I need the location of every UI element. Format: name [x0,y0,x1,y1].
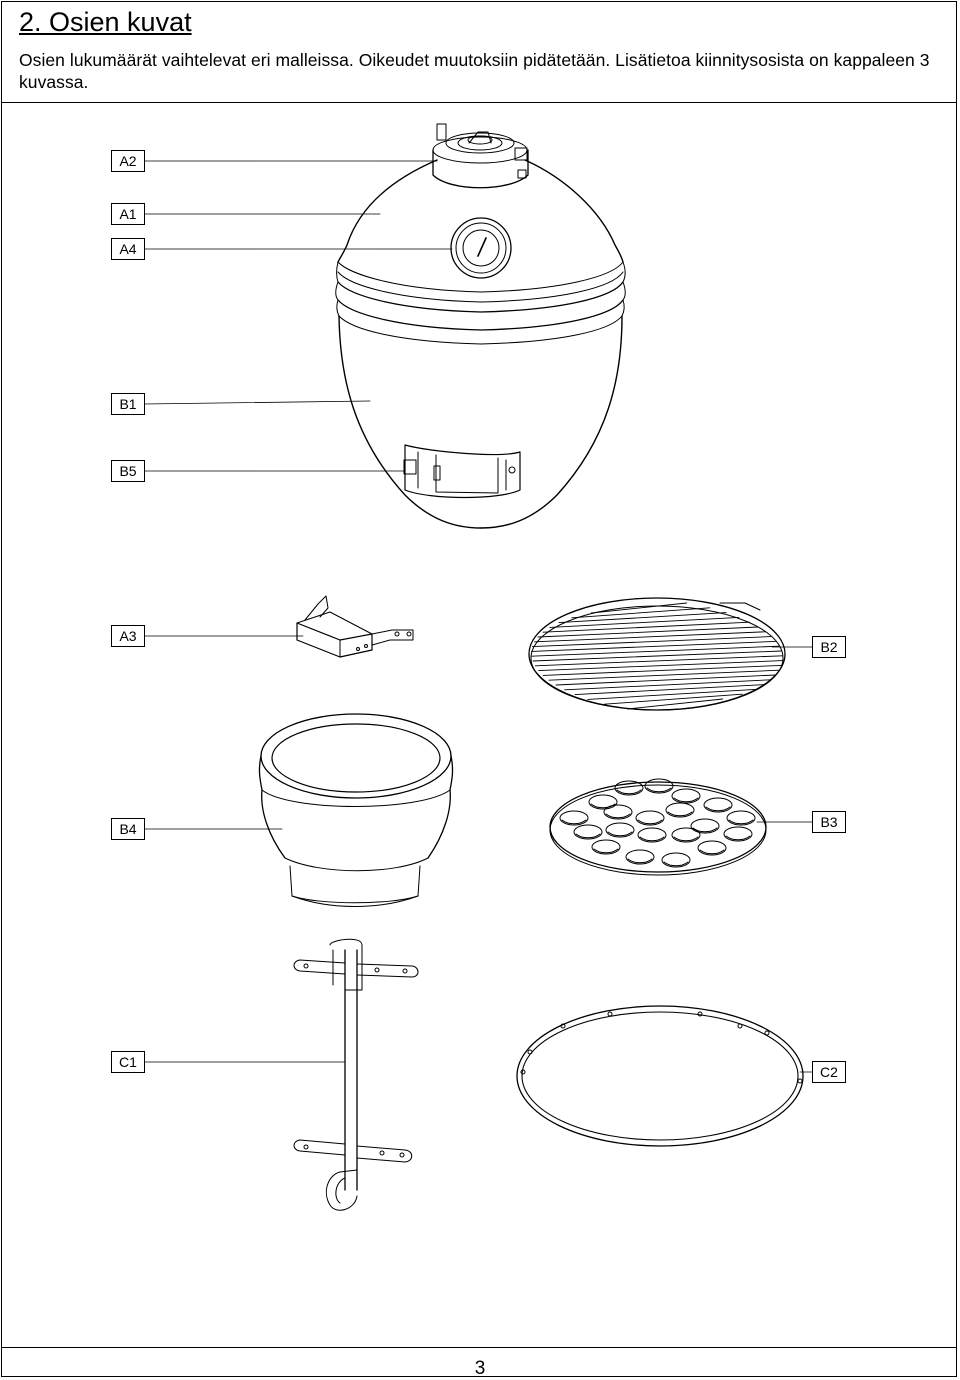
leader-lines [145,161,812,1072]
cooking-grate-b2 [529,598,785,710]
plate-hole-shade [674,837,698,841]
plate-hole [691,819,719,833]
grate-bar [535,632,765,642]
plate-hole [666,803,694,817]
plate-hole [615,781,643,795]
plate-hole-shade [628,859,652,863]
label-b3: B3 [812,811,846,833]
plate-hole [604,805,632,819]
plate-hole-shade [674,798,698,802]
plate-hole-shade [606,814,630,818]
plate-hole [724,827,752,841]
grate-bar [533,651,781,661]
fire-box-b4 [259,714,452,907]
plate-hole-shade [726,836,750,840]
plate-hole [589,795,617,809]
grate-bar [559,613,726,623]
bracket-a3 [297,596,413,657]
grate-bar [532,637,770,647]
plate-hole [560,811,588,825]
plate-hole [626,850,654,864]
handle-c1 [294,939,418,1210]
grate-bar [543,665,781,675]
grate-bar [565,680,771,690]
plate-hole-shade [576,834,600,838]
grate-bar [538,627,758,637]
plate-hole [574,825,602,839]
grill-assembly [336,124,626,528]
plate-hole [704,798,732,812]
plate-hole-shade [647,788,671,792]
plate-hole-shade [706,807,730,811]
grate-bar [550,617,739,627]
grate-bar [539,661,783,671]
plate-hole [636,811,664,825]
plate-hole-shade [562,820,586,824]
plate-hole-shade [638,820,662,824]
grate-bar [543,622,749,632]
grate-bar [532,646,779,656]
band-c2 [517,1006,803,1146]
grate-bar [591,603,686,613]
plate-hole [672,789,700,803]
grate-bar [535,656,782,666]
label-a3: A3 [111,625,145,647]
plate-hole [698,841,726,855]
grate-bar [556,675,776,685]
footer-divider [1,1347,957,1348]
plate-hole-shade [608,832,632,836]
plate-hole-shade [617,790,641,794]
label-b2: B2 [812,636,846,658]
plate-hole [662,853,690,867]
plate-hole [672,828,700,842]
section-title: 2. Osien kuvat [19,7,192,37]
label-b5: B5 [111,460,145,482]
plate-hole [606,823,634,837]
plate-hole-shade [664,862,688,866]
plate-hole-shade [640,837,664,841]
plate-hole-shade [668,812,692,816]
plate-hole [645,779,673,793]
grate-bar [532,641,776,651]
grate-bar [588,689,755,699]
label-a1: A1 [111,203,145,225]
plate-hole-shade [594,849,618,853]
label-b1: B1 [111,393,145,415]
plate-hole [638,828,666,842]
label-c2: C2 [812,1061,846,1083]
grate-bar [549,670,779,680]
page-number: 3 [474,1358,486,1379]
intro-text: Osien lukumäärät vaihtelevat eri malleis… [19,50,930,92]
section-header: 2. Osien kuvat Osien lukumäärät vaihtele… [1,1,957,103]
label-a4: A4 [111,238,145,260]
plate-hole [592,840,620,854]
grate-bar [627,699,722,709]
leader-b1 [145,401,370,404]
label-a2: A2 [111,150,145,172]
grate-bar [575,685,764,695]
plate-hole [727,811,755,825]
grate-bar [572,608,710,618]
label-b4: B4 [111,818,145,840]
grate-bar [604,694,742,704]
label-c1: C1 [111,1051,145,1073]
plate-hole-shade [700,850,724,854]
charcoal-plate-b3 [550,779,766,875]
plate-hole-shade [729,820,753,824]
